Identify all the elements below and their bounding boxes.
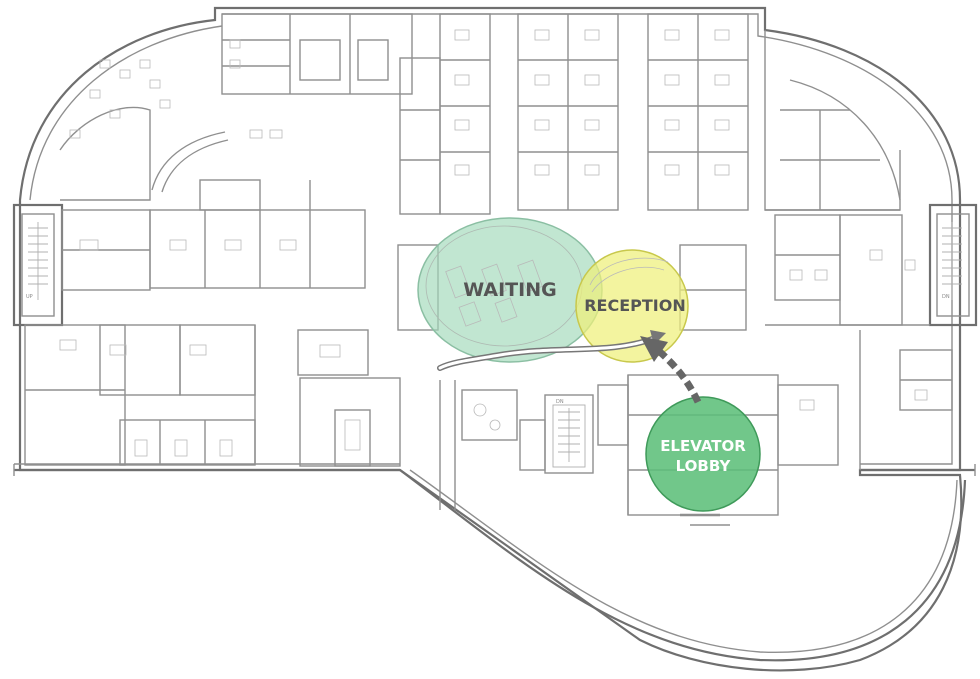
stair-left-label: UP <box>26 294 33 300</box>
building-outline <box>13 6 976 672</box>
waiting-zone: WAITING <box>417 217 603 363</box>
left-stair: UP <box>12 203 64 327</box>
waiting-label: WAITING <box>463 279 556 301</box>
middle-rooms <box>61 179 930 331</box>
outer-wall <box>18 6 963 672</box>
lower-curve-wall-inner <box>409 469 958 654</box>
right-stair: DN <box>928 203 978 327</box>
lower-curve-wall <box>399 469 967 662</box>
top-rooms <box>59 13 901 215</box>
stair-right-label: DN <box>942 294 950 300</box>
elevator-lobby-zone: ELEVATOR LOBBY <box>645 396 761 512</box>
reception-label: RECEPTION <box>584 296 686 315</box>
elevator-lobby-label-line2: LOBBY <box>676 457 732 475</box>
stair-center-label: DN <box>556 399 564 405</box>
furniture <box>59 29 928 457</box>
dashed-entry-arrow <box>640 336 702 404</box>
elevator-lobby-label-line1: ELEVATOR <box>660 437 746 455</box>
center-stair: DN <box>544 394 594 474</box>
